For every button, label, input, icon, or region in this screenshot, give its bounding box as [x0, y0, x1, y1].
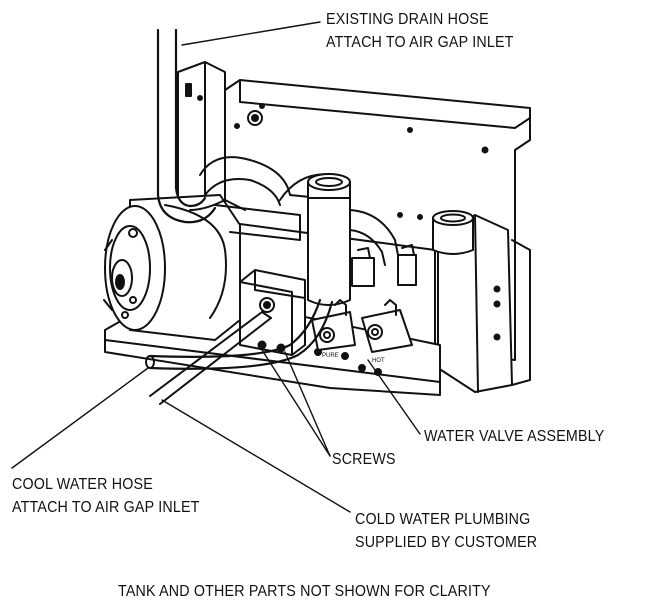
leader-water-valve	[367, 359, 421, 435]
mounting-bracket	[239, 269, 306, 356]
cool-water-hose-label-line1: COOL WATER HOSE	[12, 476, 153, 493]
cold-water-plumbing-label-line1: COLD WATER PLUMBING	[355, 511, 531, 528]
leader-drain-hose	[181, 21, 321, 46]
cold-water-plumbing-line	[149, 311, 272, 405]
drain-hose	[156, 28, 246, 224]
screws-label: SCREWS	[332, 451, 396, 468]
cool-water-hose-label-line2: ATTACH TO AIR GAP INLET	[12, 499, 200, 516]
cold-water-plumbing-label-line2: SUPPLIED BY CUSTOMER	[355, 534, 538, 551]
screw-left	[257, 340, 267, 350]
leader-lines	[11, 21, 421, 513]
valve-stamp-hot: HOT	[372, 358, 385, 364]
drain-hose-label-line2: ATTACH TO AIR GAP INLET	[326, 34, 514, 51]
leader-screws-2	[284, 351, 331, 457]
leader-cold-water-plumbing	[161, 399, 351, 513]
right-bracket	[437, 214, 531, 393]
fittings	[351, 244, 417, 287]
cap-tube	[432, 210, 474, 255]
pump-motor	[103, 194, 241, 341]
leader-cool-water-hose	[11, 367, 149, 469]
caption: TANK AND OTHER PARTS NOT SHOWN FOR CLARI…	[118, 583, 491, 600]
water-valve-assembly: PURE HOT	[311, 299, 413, 364]
drain-hose-label-line1: EXISTING DRAIN HOSE	[326, 11, 489, 28]
air-gap-tube	[307, 173, 351, 306]
leader-screws-1	[261, 349, 331, 457]
cool-water-hose	[145, 298, 334, 370]
water-valve-label: WATER VALVE ASSEMBLY	[424, 428, 605, 445]
valve-stamp-pure: PURE	[322, 353, 339, 359]
